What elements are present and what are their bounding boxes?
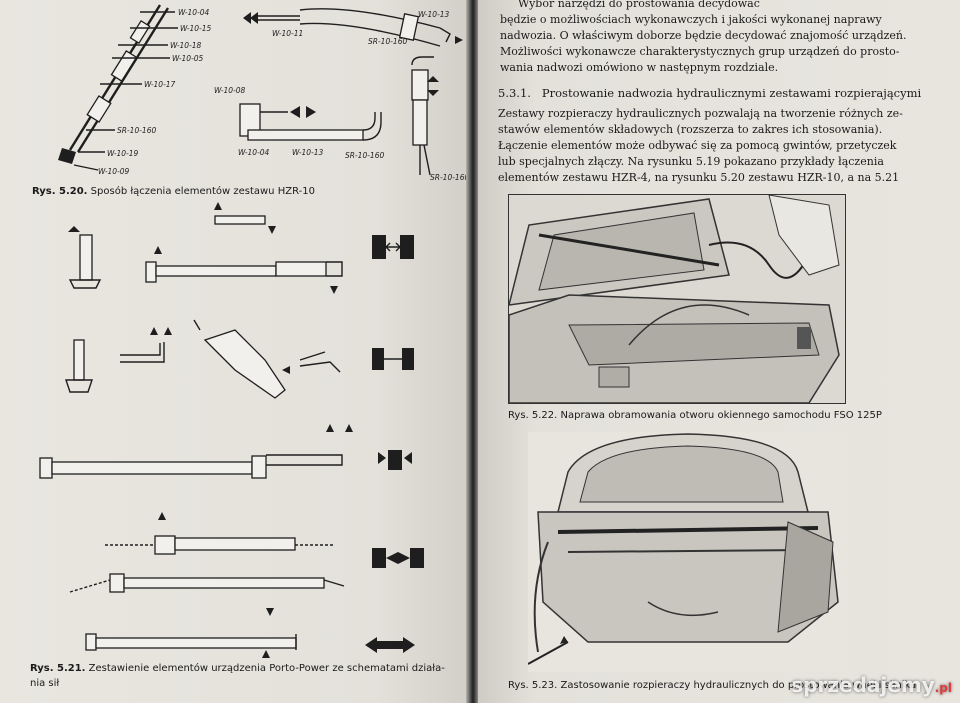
porto-power-row-5: [85, 633, 415, 658]
caption-text: Sposób łączenia elementów zestawu HZR-10: [90, 186, 315, 197]
caption-text: Zestawienie elementów urządzenia Porto-P…: [88, 663, 445, 674]
fig-5-20-and-5-21-drawings: W-10-04 W-10-15 W-10-18 W-10-05 W-10-17 …: [39, 4, 468, 658]
fig-5-22-photo: [508, 194, 846, 404]
part-label: SR-10-160: [345, 151, 384, 160]
part-label: W-10-13: [418, 10, 450, 19]
part-label: W-10-15: [180, 24, 212, 33]
fig-5-20-caption: Rys. 5.20. Sposób łączenia elementów zes…: [32, 186, 315, 197]
hzr10-horizontal-assembly: [239, 103, 382, 141]
body-line: stawów elementów składowych (rozszerza t…: [498, 123, 883, 136]
part-label: W-10-17: [144, 80, 176, 89]
fig-5-21-caption: Rys. 5.21. Zestawienie elementów urządze…: [30, 663, 445, 674]
section-title: Prostowanie nadwozia hydraulicznymi zest…: [541, 86, 922, 100]
part-label: W-10-11: [272, 29, 303, 38]
part-label: W-10-04: [238, 148, 270, 157]
part-label: W-10-13: [292, 148, 324, 157]
fig-5-21-caption-line-2: nia sił: [30, 678, 60, 689]
body-line: Łączenie elementów może odbywać się za p…: [498, 139, 897, 152]
intro-line: Wybór narzędzi do prostowania decydować: [518, 0, 760, 10]
watermark-suffix: .pl: [934, 681, 952, 695]
caption-number: Rys. 5.21.: [30, 663, 86, 674]
part-label: W-10-18: [170, 41, 202, 50]
part-label: SR-10-160: [117, 126, 156, 135]
part-label: SR-10-160: [430, 173, 468, 182]
caption-number: Rys. 5.20.: [32, 186, 88, 197]
part-label: W-10-19: [107, 149, 139, 158]
car-window-repair-drawing: [509, 195, 845, 403]
fig-5-23-caption: Rys. 5.23. Zastosowanie rozpieraczy hydr…: [508, 680, 917, 691]
section-heading: 5.3.1. Prostowanie nadwozia hydrauliczny…: [498, 86, 921, 100]
part-label: W-10-05: [172, 54, 204, 63]
intro-line: będzie o możliwościach wykonawczych i ja…: [500, 13, 882, 26]
porto-power-row-3: [39, 424, 412, 479]
hzr10-top-assembly: [243, 8, 463, 47]
watermark-text: sprzedajemy: [791, 673, 935, 697]
body-line: elementów zestawu HZR-4, na rysunku 5.20…: [498, 171, 900, 184]
right-page: Wybór narzędzi do prostowania decydować …: [478, 0, 960, 703]
engine-bay-spreader-drawing: [528, 433, 839, 665]
porto-power-row-2: [65, 319, 414, 399]
fig-5-23-photo: [528, 432, 848, 672]
book-spine: [466, 0, 480, 703]
fig-5-22-caption: Rys. 5.22. Naprawa obramowania otworu ok…: [508, 410, 882, 421]
section-number: 5.3.1.: [498, 86, 531, 100]
hzr10-diagonal-assembly: [58, 4, 178, 171]
intro-line: nadwozia. O właściwym doborze będzie dec…: [500, 29, 907, 42]
porto-power-row-1: [68, 202, 414, 294]
porto-power-row-4: [69, 512, 424, 616]
part-label: W-10-08: [214, 86, 246, 95]
part-label: SR-10-160: [368, 37, 407, 46]
part-label: W-10-04: [178, 8, 210, 17]
intro-line: Możliwości wykonawcze charakterystycznyc…: [500, 45, 900, 58]
left-page: W-10-04 W-10-15 W-10-18 W-10-05 W-10-17 …: [0, 0, 468, 703]
hzr10-upright-assembly: [411, 56, 439, 176]
body-line: lub specjalnych złączy. Na rysunku 5.19 …: [498, 155, 884, 168]
intro-line: wania nadwozi omówiono w następnym rozdz…: [500, 61, 779, 74]
body-line: Zestawy rozpieraczy hydraulicznych pozwa…: [498, 107, 903, 120]
part-label: W-10-09: [98, 167, 130, 176]
watermark-logo: sprzedajemy.pl: [791, 673, 952, 697]
